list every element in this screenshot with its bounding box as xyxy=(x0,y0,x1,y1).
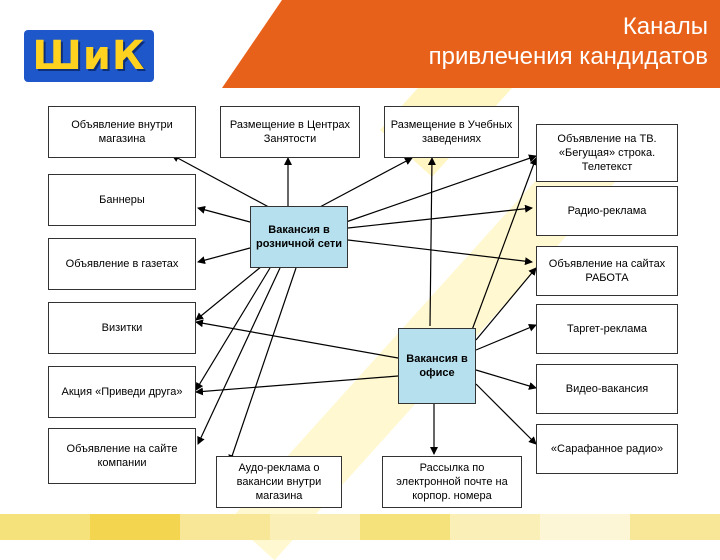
page-title: Каналы привлечения кандидатов xyxy=(429,12,708,72)
connector xyxy=(317,157,413,209)
channel-tv-ad: Объявление на ТВ. «Бегущая» строка. Теле… xyxy=(536,124,678,182)
title-line-2: привлечения кандидатов xyxy=(428,43,708,70)
connector xyxy=(195,319,399,359)
bar-segment xyxy=(540,514,630,540)
channel-job-sites: Объявление на сайтах РАБОТА xyxy=(536,246,678,296)
connector xyxy=(228,267,297,463)
connector xyxy=(345,154,537,223)
channel-email-corp: Рассылка по электронной почте на корпор.… xyxy=(382,456,522,508)
channel-store-ad: Объявление внутри магазина xyxy=(48,106,196,158)
channel-banners: Баннеры xyxy=(48,174,196,226)
bar-segment xyxy=(270,514,360,540)
channel-targeted-ads: Таргет-реклама xyxy=(536,304,678,354)
bar-segment xyxy=(450,514,540,540)
bottom-color-bar xyxy=(0,514,720,540)
bar-segment xyxy=(180,514,270,540)
connector xyxy=(197,247,251,265)
connector xyxy=(427,157,436,327)
hub-office-vacancy: Вакансия в офисе xyxy=(398,328,476,404)
connector-lines xyxy=(171,154,538,463)
company-logo: ШиК xyxy=(24,30,154,82)
bar-segment xyxy=(360,514,450,540)
bar-segment xyxy=(0,514,90,540)
logo-text: ШиК xyxy=(32,33,146,79)
connector xyxy=(475,324,537,351)
channel-newspapers: Объявление в газетах xyxy=(48,238,196,290)
connector xyxy=(197,205,251,223)
connector xyxy=(475,267,537,341)
hub-store-vacancy: Вакансия в розничной сети xyxy=(250,206,348,268)
connector xyxy=(347,204,533,229)
channel-educational: Размещение в Учебных заведениях xyxy=(384,106,519,158)
connector xyxy=(475,383,537,445)
bar-segment xyxy=(630,514,720,540)
title-line-1: Каналы xyxy=(622,13,708,40)
bar-segment xyxy=(90,514,180,540)
channel-business-cards: Визитки xyxy=(48,302,196,354)
channel-video-vacancy: Видео-вакансия xyxy=(536,364,678,414)
connector xyxy=(195,265,263,321)
connector xyxy=(171,154,279,213)
channel-radio: Радио-реклама xyxy=(536,186,678,236)
connector xyxy=(347,239,533,266)
connector xyxy=(475,369,537,390)
channel-word-of-mouth: «Сарафанное радио» xyxy=(536,424,678,474)
title-band xyxy=(222,0,720,88)
channel-employment-centers: Размещение в Центрах Занятости xyxy=(220,106,360,158)
channel-audio-ad: Аудо-реклама о вакансии внутри магазина xyxy=(216,456,342,508)
channel-refer-friend: Акция «Приведи друга» xyxy=(48,366,196,418)
connector xyxy=(195,375,399,396)
channel-company-site: Объявление на сайте компании xyxy=(48,428,196,484)
connector xyxy=(471,157,538,331)
connector xyxy=(197,267,281,445)
